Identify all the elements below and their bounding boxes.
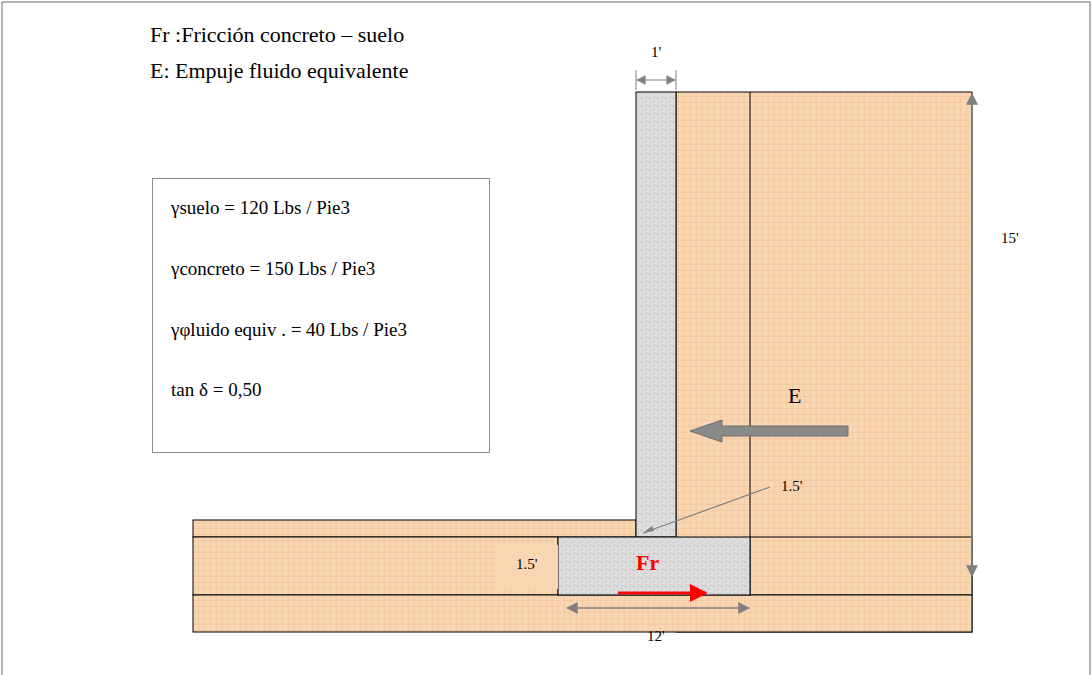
property-value: γsuelo = 120 Lbs / Pie3 [171,197,471,220]
property-value: γφluido equiv . = 40 Lbs / Pie3 [171,319,471,342]
property-value: γconcreto = 150 Lbs / Pie3 [171,258,471,281]
dimension: 12' [647,628,665,645]
property-value: tan δ = 0,50 [171,379,471,402]
data-box: γsuelo = 120 Lbs / Pie3 γconcreto = 150 L… [152,178,490,453]
legend-note: E: Empuje fluido equivalente [150,58,408,83]
dimension: 15' [1001,230,1019,247]
dimension: 1.5' [781,478,802,495]
force-label: E [788,383,801,408]
legend-note: Fr :Fricción concreto – suelo [150,22,404,47]
force-label: Fr [636,550,659,575]
dimension: 1.5' [516,556,537,573]
dimension: 1' [651,44,661,61]
